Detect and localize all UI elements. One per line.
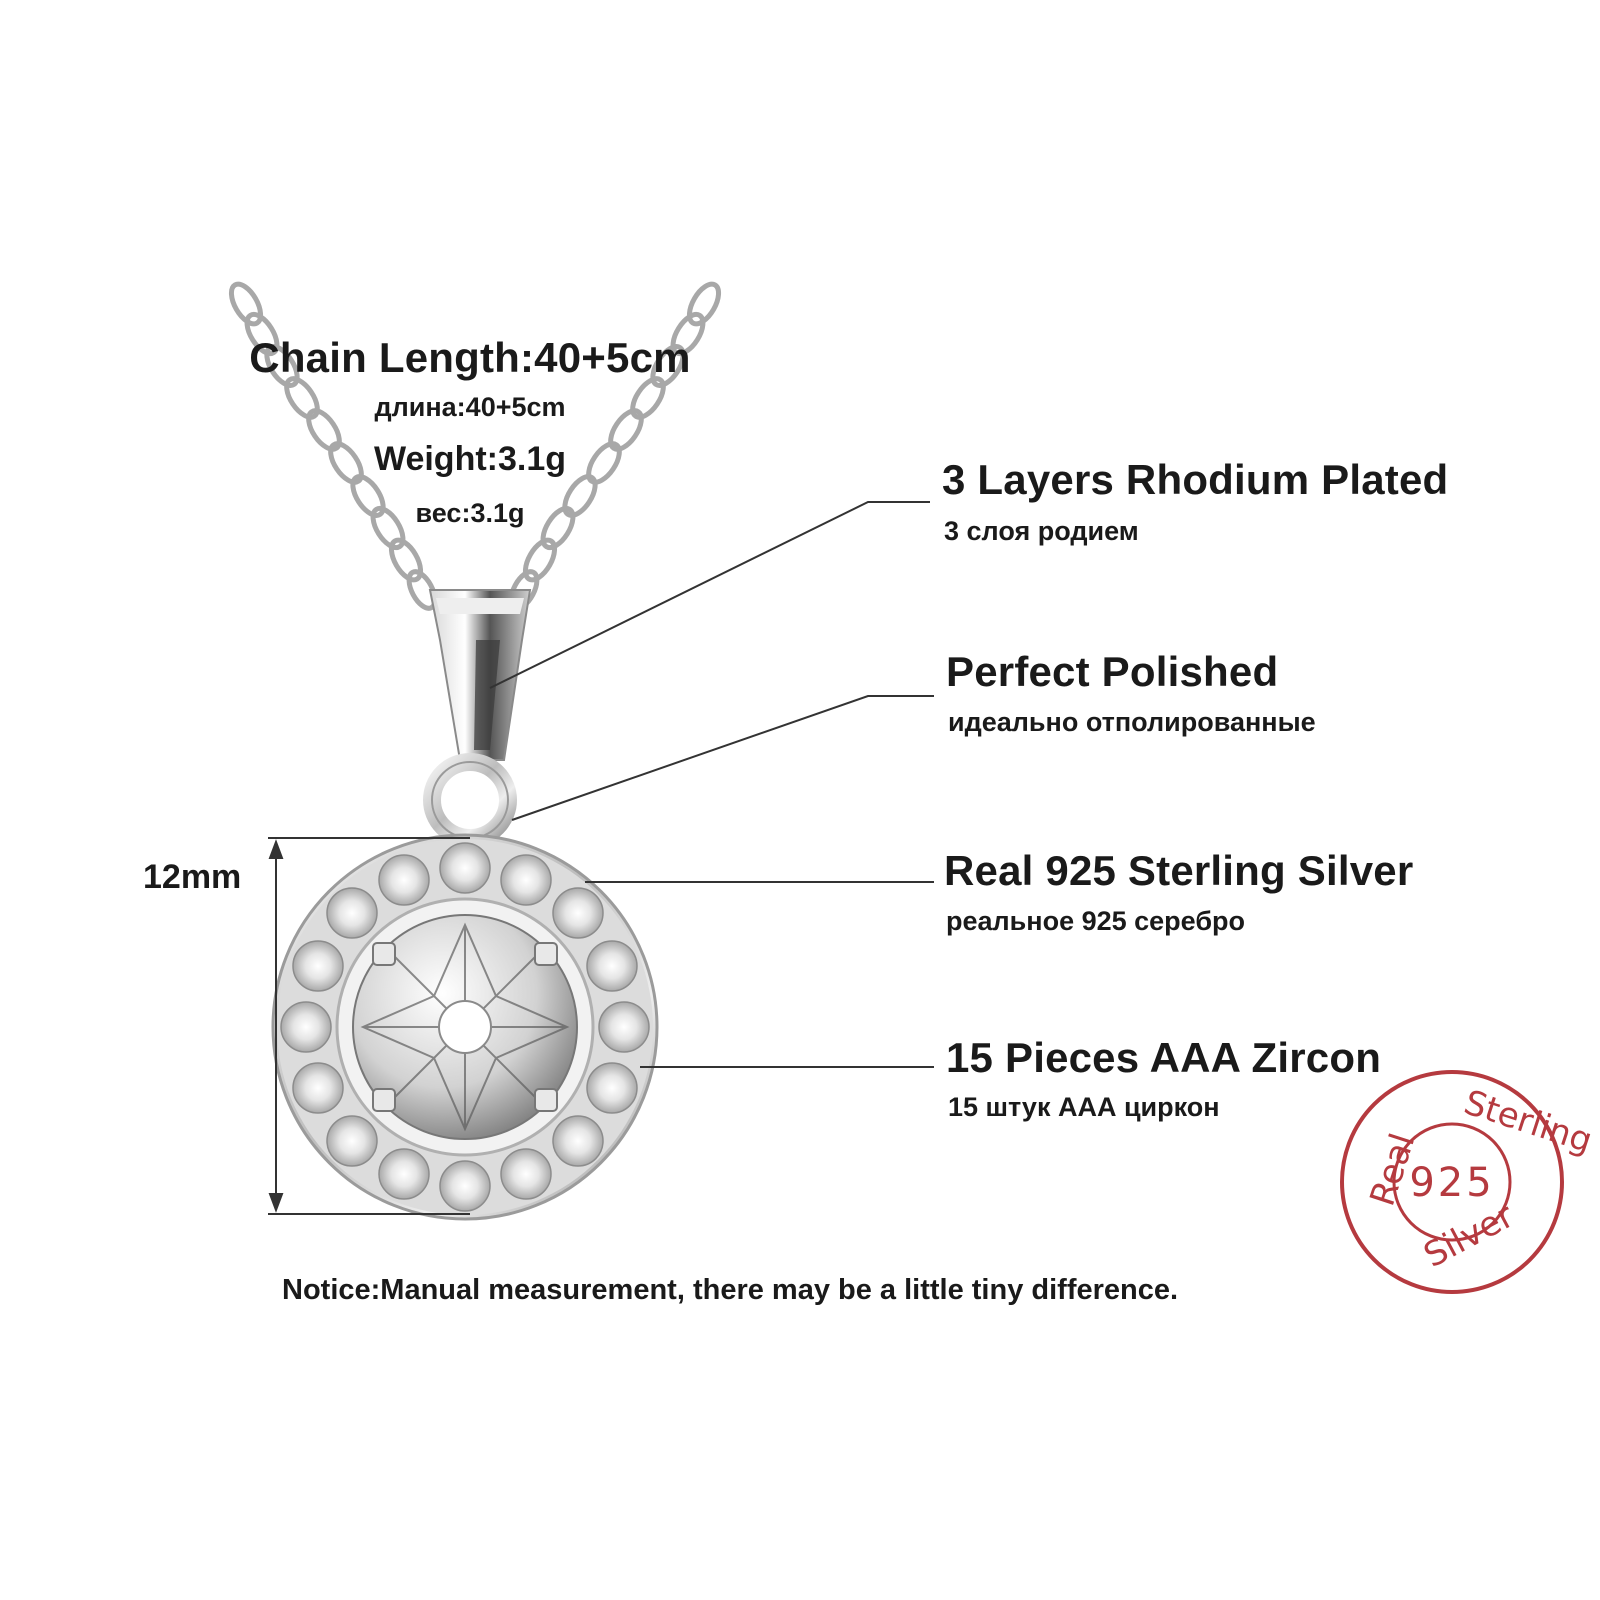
- feature-subtitle-polished: идеально отполированные: [948, 707, 1316, 737]
- weight-label: Weight:3.1g: [373, 440, 567, 478]
- feature-subtitle-silver: реальное 925 серебро: [946, 906, 1245, 936]
- chain-length-label: Chain Length:40+5cm: [249, 334, 691, 381]
- callout-lines: [489, 501, 934, 1068]
- bail: [428, 589, 532, 761]
- feature-title-zircon: 15 Pieces AAA Zircon: [946, 1034, 1382, 1081]
- feature-title-silver: Real 925 Sterling Silver: [944, 847, 1414, 894]
- feature-subtitle-rhodium: 3 слоя родием: [944, 516, 1139, 546]
- chain-right: [508, 281, 722, 611]
- sterling-stamp: [1340, 1070, 1564, 1294]
- feature-title-polished: Perfect Polished: [946, 648, 1279, 695]
- halo-pendant: [271, 833, 659, 1221]
- chain-left: [228, 281, 438, 611]
- measurement-notice: Notice:Manual measurement, there may be …: [282, 1274, 1179, 1306]
- feature-title-rhodium: 3 Layers Rhodium Plated: [942, 456, 1449, 503]
- weight-label-ru: вес:3.1g: [415, 498, 525, 528]
- dimension-line: [268, 837, 470, 1215]
- feature-subtitle-zircon: 15 штук ААА циркон: [948, 1092, 1220, 1122]
- chain-length-label-ru: длина:40+5cm: [374, 392, 566, 422]
- pendant-height-label: 12mm: [143, 858, 242, 896]
